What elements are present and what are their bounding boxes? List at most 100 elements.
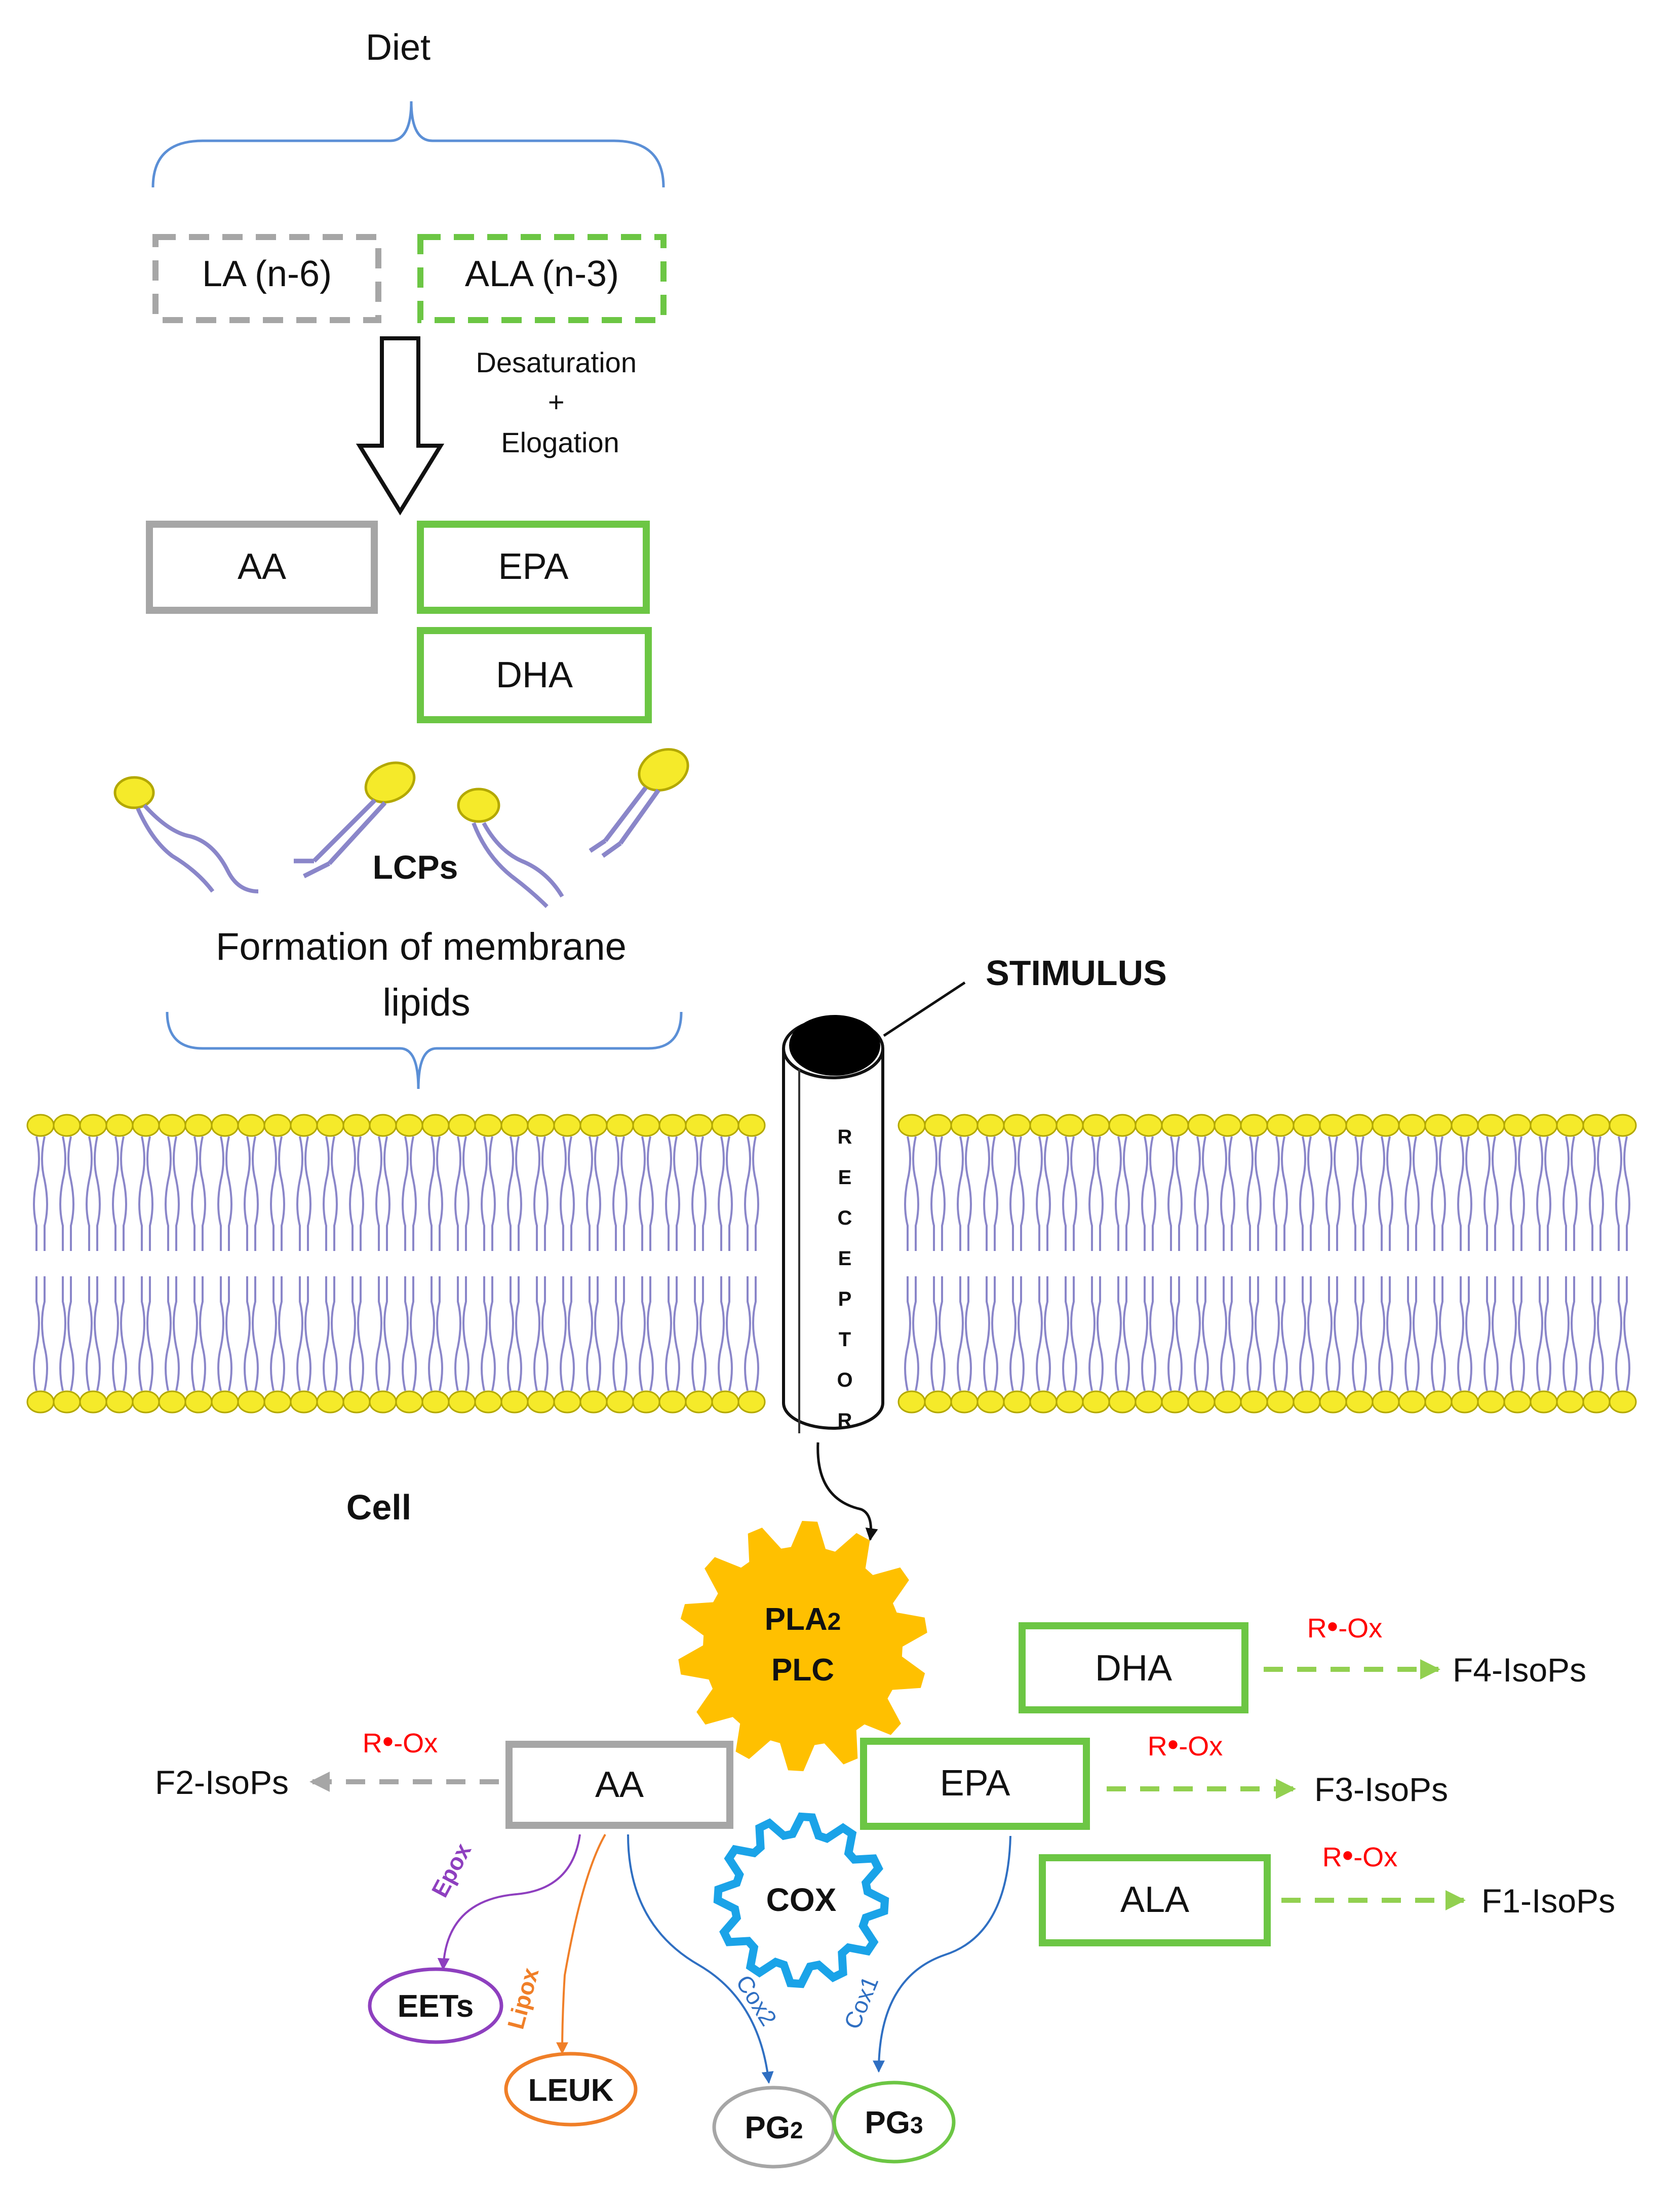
lipid-tail-bottom <box>225 1276 232 1391</box>
lipid-tail-bottom <box>515 1276 522 1391</box>
lipid-tail-top <box>665 1136 672 1251</box>
lipid-tail-bottom <box>59 1276 66 1391</box>
lipid-tail-top <box>1202 1136 1209 1251</box>
lipid-tail-top <box>1299 1136 1306 1251</box>
lipid-tail-bottom <box>1202 1276 1209 1391</box>
lipid-head-top <box>105 1114 134 1137</box>
lipid-tail-bottom <box>930 1276 937 1391</box>
lipid-head-top <box>1451 1114 1479 1137</box>
lipid-tail-top <box>138 1136 145 1251</box>
leuk-oval <box>504 2052 638 2127</box>
pg2-prefix: PG <box>745 2110 790 2145</box>
cell-label: Cell <box>346 1488 411 1527</box>
lipid-tail-bottom <box>1246 1276 1254 1391</box>
lipid-tail-top <box>191 1136 198 1251</box>
lipid-tail-bottom <box>533 1276 540 1391</box>
lipid-tail-bottom <box>665 1276 672 1391</box>
pg3-subscript: 3 <box>910 2112 923 2138</box>
diet-brace <box>151 101 665 188</box>
lipid-head-top <box>685 1114 713 1137</box>
lipid-tail-top <box>612 1136 619 1251</box>
lipid-tail-top <box>1378 1136 1385 1251</box>
aa-top-label: AA <box>238 546 286 587</box>
lipid-tail-bottom <box>673 1276 680 1391</box>
lipid-tail-top <box>1070 1136 1077 1251</box>
pg3-label: PG3 <box>865 2105 923 2140</box>
lipid-bilayer-right <box>897 1114 1637 1414</box>
lipid-head-bottom <box>1056 1390 1084 1414</box>
lipid-head-bottom <box>579 1390 608 1414</box>
lipid-tail-bottom <box>507 1276 514 1391</box>
pla2-plc-gear <box>678 1520 927 1772</box>
lipid-tail-bottom <box>965 1276 972 1391</box>
lipid-tail-top <box>1255 1136 1262 1251</box>
cox-gear <box>713 1812 889 1988</box>
lipid-head-top <box>1056 1114 1084 1137</box>
lipid-head-bottom <box>658 1390 687 1414</box>
pla2-label: PLA2 <box>765 1602 841 1637</box>
lipid-head-bottom <box>474 1390 502 1414</box>
lipid-tail-bottom <box>217 1276 224 1391</box>
lipid-tail-top <box>357 1136 364 1251</box>
lipid-tail-bottom <box>481 1276 488 1391</box>
lipid-tail-bottom <box>744 1276 751 1391</box>
dha-cell-label: DHA <box>1095 1648 1172 1689</box>
lipid-tail-top <box>270 1136 277 1251</box>
lipid-tail-top <box>1544 1136 1551 1251</box>
lipid-tail-bottom <box>1220 1276 1227 1391</box>
lipid-tail-top <box>59 1136 66 1251</box>
dha-top-box <box>417 627 652 723</box>
lipid-tail-bottom <box>349 1276 356 1391</box>
lipid-tail-top <box>726 1136 733 1251</box>
lipid-tail-top <box>304 1136 311 1251</box>
lipid-tail-top <box>278 1136 285 1251</box>
lipid-tail-bottom <box>1536 1276 1543 1391</box>
lipid-head-bottom <box>1135 1390 1163 1414</box>
lipid-tail-bottom <box>454 1276 461 1391</box>
lipid-tail-bottom <box>1281 1276 1288 1391</box>
lipid-head-top <box>579 1114 608 1137</box>
lipid-head-bottom <box>263 1390 292 1414</box>
lipid-tail-top <box>454 1136 461 1251</box>
lipid-tail-top <box>1510 1136 1517 1251</box>
lipid-tail-top <box>752 1136 759 1251</box>
dha-cell-box <box>1019 1622 1248 1713</box>
rox-dha-dot: • <box>1327 1608 1338 1645</box>
lipid-tail-bottom <box>1009 1276 1017 1391</box>
lipid-head-bottom <box>1477 1390 1505 1414</box>
lipid-tail-bottom <box>402 1276 409 1391</box>
lipid-tail-top <box>1044 1136 1051 1251</box>
pg2-subscript: 2 <box>790 2117 803 2143</box>
lipid-tail-top <box>1492 1136 1499 1251</box>
ala-diet-label: ALA (n-3) <box>465 254 619 294</box>
rox-dha-suffix: -Ox <box>1338 1613 1382 1643</box>
lipid-tail-bottom <box>244 1276 251 1391</box>
cox1-arrow <box>873 1835 1011 2073</box>
lipid-head-bottom <box>1582 1390 1611 1414</box>
lipid-tail-bottom <box>568 1276 575 1391</box>
lipid-head-bottom <box>316 1390 344 1414</box>
lipid-head-bottom <box>237 1390 265 1414</box>
rox-aa-prefix: R <box>363 1728 382 1758</box>
lipid-tail-bottom <box>436 1276 443 1391</box>
lipid-tail-bottom <box>112 1276 119 1391</box>
lipid-tail-bottom <box>612 1276 619 1391</box>
lipid-tail-top <box>462 1136 470 1251</box>
lipid-tail-top <box>1483 1136 1491 1251</box>
lipid-head-top <box>79 1114 107 1137</box>
rox-label-epa: R•-Ox <box>1148 1726 1223 1763</box>
lipid-head-bottom <box>132 1390 160 1414</box>
lipid-tail-bottom <box>1115 1276 1122 1391</box>
lipid-head-bottom <box>1556 1390 1584 1414</box>
membrane-formation-line-2: lipids <box>382 981 470 1024</box>
receptor-letter: T <box>839 1328 851 1351</box>
lipid-tail-bottom <box>1167 1276 1175 1391</box>
epa-top-box <box>417 521 650 614</box>
lipid-tail-top <box>244 1136 251 1251</box>
lipid-head-top <box>263 1114 292 1137</box>
lipid-head-bottom <box>158 1390 186 1414</box>
lipid-head-top <box>1214 1114 1242 1137</box>
f4-isops-label: F4-IsoPs <box>1453 1651 1586 1689</box>
lipid-head-bottom <box>1029 1390 1058 1414</box>
lipid-tail-bottom <box>904 1276 911 1391</box>
